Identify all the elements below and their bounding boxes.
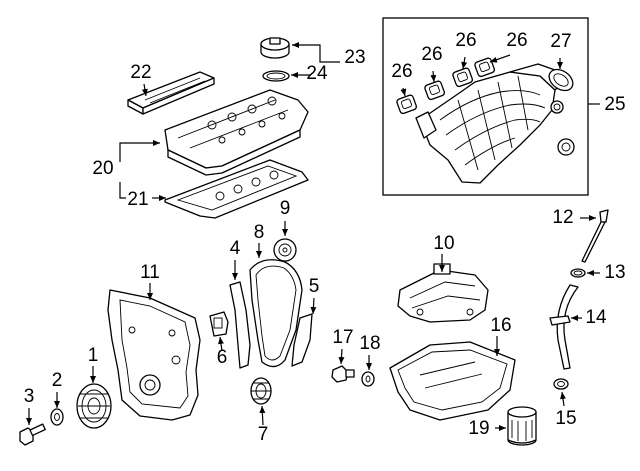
callout-c15: 15 — [555, 408, 576, 429]
valve-cover — [164, 89, 309, 176]
oil-pump — [397, 263, 489, 323]
callout-c21: 21 — [127, 189, 148, 210]
dipstick-tube-seal — [570, 268, 586, 278]
callout-c13: 13 — [604, 262, 625, 283]
callout-c9: 9 — [280, 198, 291, 219]
callout-c22: 22 — [130, 62, 151, 83]
oil-filter — [507, 406, 537, 446]
crank-bolt — [19, 423, 46, 446]
callout-c1: 1 — [88, 345, 99, 366]
coil-cover — [127, 71, 215, 115]
callout-c3: 3 — [24, 386, 35, 407]
callout-c26a: 26 — [391, 61, 412, 82]
crankshaft-pulley — [76, 383, 112, 429]
callout-c16: 16 — [490, 315, 511, 336]
oil-dipstick — [581, 209, 609, 263]
crank-washer — [50, 408, 64, 426]
callout-c19: 19 — [468, 418, 489, 439]
callout-c7: 7 — [258, 424, 269, 445]
chain-tensioner-arm — [291, 313, 313, 367]
callout-c8: 8 — [254, 222, 265, 243]
callout-c26c: 26 — [455, 30, 476, 51]
dipstick-tube — [549, 284, 579, 370]
cam-sprocket — [273, 238, 297, 262]
callout-c26b: 26 — [421, 44, 442, 65]
callout-c14: 14 — [585, 307, 607, 328]
intake-manifold-group — [382, 17, 600, 196]
callout-c18: 18 — [359, 333, 380, 354]
intake-gaskets — [396, 57, 495, 115]
chain-guide-left — [229, 281, 251, 369]
callout-c11: 11 — [140, 262, 160, 283]
throttle-body-gasket — [548, 68, 574, 92]
callout-c12: 12 — [552, 207, 573, 228]
oil-pan — [389, 341, 516, 421]
dipstick-tube-oring — [553, 378, 569, 390]
timing-chain — [249, 259, 303, 368]
drain-plug — [331, 365, 355, 383]
timing-cover — [107, 289, 201, 421]
valve-cover-group — [119, 37, 340, 219]
valve-cover-gasket — [164, 159, 309, 219]
callout-c27: 27 — [550, 31, 571, 52]
callout-c20: 20 — [92, 158, 113, 179]
callout-c24: 24 — [306, 63, 328, 84]
oil-filler-cap — [260, 37, 290, 59]
callout-c26d: 26 — [506, 30, 527, 51]
callout-c4: 4 — [230, 238, 241, 259]
callout-c5: 5 — [309, 276, 320, 297]
crank-sprocket — [250, 377, 272, 405]
chain-tensioner — [209, 311, 229, 337]
intake-manifold — [415, 63, 575, 184]
oil-cap-seal — [262, 70, 290, 82]
callout-c10: 10 — [433, 233, 454, 254]
callout-c25: 25 — [604, 94, 625, 115]
callout-c23: 23 — [344, 47, 365, 68]
intake-manifold-frame — [382, 17, 589, 196]
callout-c17: 17 — [332, 327, 353, 348]
callout-c6: 6 — [217, 347, 228, 368]
callout-c2: 2 — [52, 370, 63, 391]
drain-washer — [361, 371, 375, 387]
